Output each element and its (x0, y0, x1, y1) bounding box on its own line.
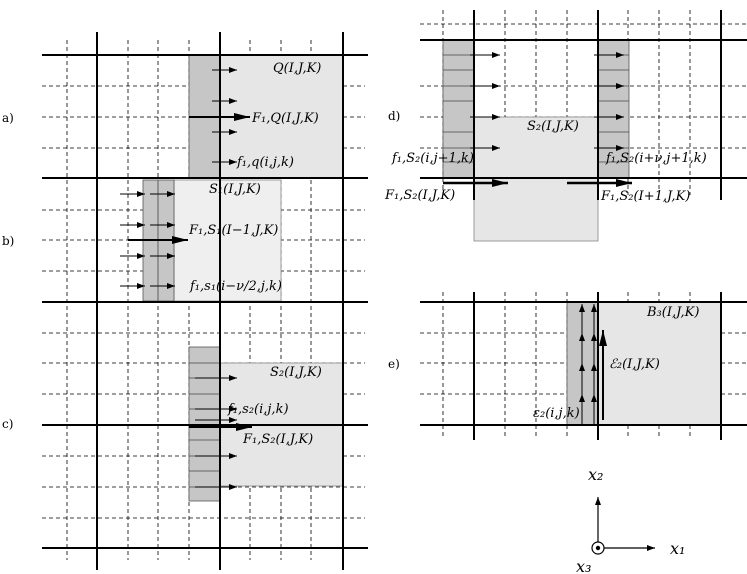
panel-label-c: c) (2, 417, 13, 431)
panel-label-b: b) (2, 234, 14, 248)
panel-d (420, 10, 747, 242)
axis-label-x1: x₁ (670, 539, 685, 558)
panel-label-e: e) (388, 357, 400, 371)
label-eps2: ε₂(i,j,k) (533, 406, 580, 421)
label-F1S2-right: F₁,S₂(I+1,J,K) (600, 189, 690, 204)
label-F1S1: F₁,S₁(I−1,J,K) (188, 223, 278, 238)
label-F1S2-left: F₁,S₂(I,J,K) (384, 188, 455, 203)
label-b3-cell: B₃(I,J,K) (646, 305, 699, 320)
label-F1Q: F₁,Q(I,J,K) (251, 111, 319, 126)
label-f1S2-right: f₁,S₂(i+ν,j+1,k) (605, 151, 707, 166)
label-f1s1: f₁,s₁(i−ν/2,j,k) (189, 279, 282, 294)
panel-label-a: a) (2, 111, 14, 125)
axis-label-x3: x₃ (576, 557, 591, 574)
panel-a (188, 54, 344, 179)
panel-label-d: d) (388, 109, 400, 123)
label-f1S2-left: f₁,S₂(i,j+1,k) (391, 151, 474, 166)
label-f1q: f₁,q(i,j,k) (236, 155, 294, 170)
label-s2-cell-c: S₂(I,J,K) (270, 365, 322, 380)
label-F1S2-c: F₁,S₂(I,J,K) (242, 432, 313, 447)
left-grid-major (42, 32, 368, 570)
axis-label-x2: x₂ (588, 465, 603, 484)
label-f1s2: f₁,s₂(i,j,k) (227, 402, 289, 417)
axes-triad (591, 497, 655, 555)
label-s1-cell: S₁(I,J,K) (209, 182, 261, 197)
panel-e (420, 292, 747, 440)
panel-b (120, 179, 282, 302)
label-s2-cell-d: S₂(I,J,K) (527, 119, 579, 134)
label-q-cell: Q(I,J,K) (273, 61, 321, 76)
label-E2: ℰ₂(I,J,K) (609, 357, 660, 372)
